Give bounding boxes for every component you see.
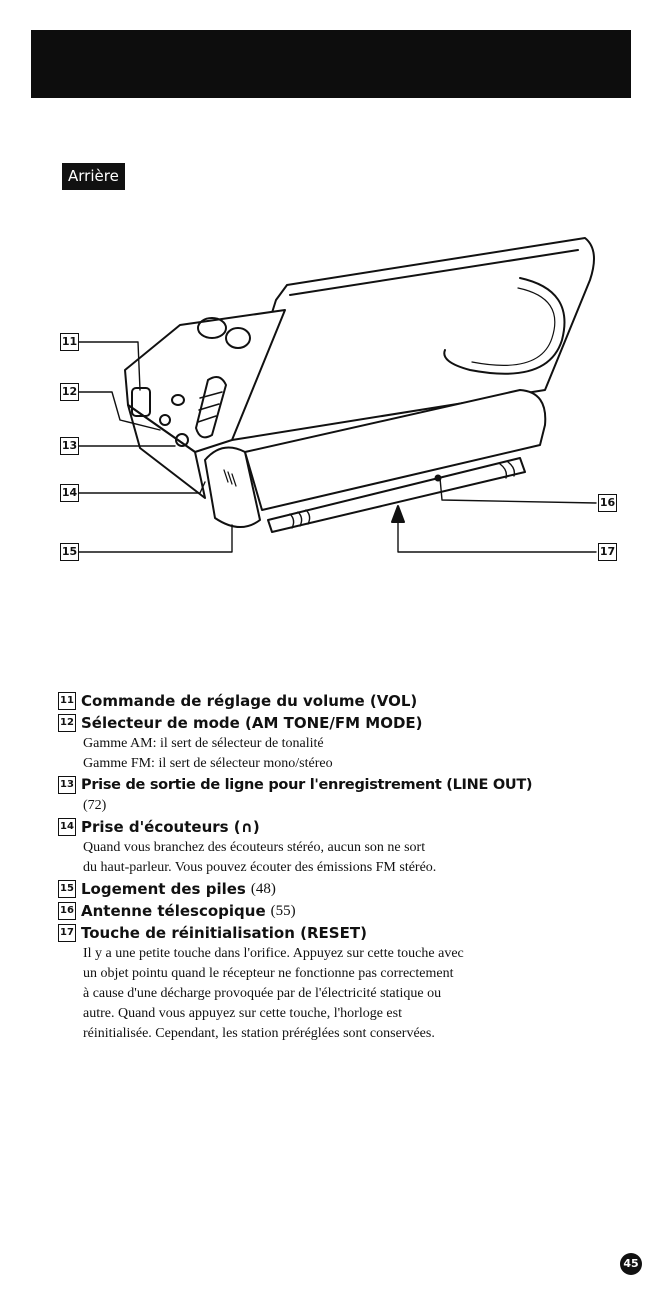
item-page-ref: (48): [250, 880, 276, 897]
rocker-button: [195, 375, 227, 439]
lid-inner-edge: [289, 249, 579, 296]
legend-item-12: 12 Sélecteur de mode (AM TONE/FM MODE) G…: [58, 712, 648, 774]
item-description: autre. Quand vous appuyez sur cette touc…: [83, 1006, 402, 1021]
item-number: 16: [58, 902, 76, 920]
item-description: Gamme FM: il sert de sélecteur mono/stér…: [83, 756, 333, 771]
item-title: Touche de réinitialisation (RESET): [81, 924, 367, 942]
callout-15: 15: [60, 543, 79, 561]
item-number: 13: [58, 776, 76, 794]
legend-item-14: 14 Prise d'écouteurs (∩) Quand vous bran…: [58, 816, 648, 878]
round-button-2: [225, 327, 251, 349]
line-out-jack: [159, 414, 171, 426]
volume-wheel: [131, 387, 151, 417]
item-title: Prise de sortie de ligne pour l'enregist…: [81, 777, 533, 793]
legend-item-15: 15 Logement des piles (48): [58, 878, 648, 900]
callout-11: 11: [60, 333, 79, 351]
legend-item-13: 13 Prise de sortie de ligne pour l'enreg…: [58, 774, 648, 816]
callout-12: 12: [60, 383, 79, 401]
page-number: 45: [623, 1257, 639, 1270]
item-description: Gamme AM: il sert de sélecteur de tonali…: [83, 736, 324, 751]
section-label: Arrière: [62, 163, 125, 190]
leader-11: [77, 341, 141, 391]
item-title: Sélecteur de mode (AM TONE/FM MODE): [81, 714, 423, 732]
body-side: [127, 404, 206, 499]
legend-item-11: 11 Commande de réglage du volume (VOL): [58, 690, 648, 712]
item-description: du haut-parleur. Vous pouvez écouter des…: [83, 860, 437, 875]
leader-16: [439, 477, 597, 504]
item-number: 17: [58, 924, 76, 942]
item-number: 14: [58, 818, 76, 836]
headphone-jack: [175, 433, 189, 447]
round-button: [197, 317, 227, 339]
item-description: réinitialisée. Cependant, les station pr…: [83, 1026, 435, 1041]
arrow-17: [391, 505, 405, 523]
callout-13: 13: [60, 437, 79, 455]
callout-17: 17: [598, 543, 617, 561]
page-number-badge: 45: [620, 1253, 642, 1275]
item-title: Logement des piles: [81, 880, 246, 898]
item-title: Commande de réglage du volume (VOL): [81, 692, 418, 710]
leader-14: [77, 481, 206, 494]
lid-arc: [443, 277, 566, 375]
device-rear-illustration: 11 12 13 14 15 16 17: [0, 220, 661, 580]
item-number: 11: [58, 692, 76, 710]
battery-door: [204, 446, 261, 528]
device-drawing: [77, 237, 597, 553]
lid-outline: [231, 237, 595, 441]
item-description: Quand vous branchez des écouteurs stéréo…: [83, 840, 426, 855]
item-page-ref: (55): [270, 902, 296, 919]
item-description: Il y a une petite touche dans l'orifice.…: [83, 946, 464, 961]
item-description: à cause d'une décharge provoquée par de …: [83, 986, 442, 1001]
leader-17: [397, 519, 597, 553]
legend-item-17: 17 Touche de réinitialisation (RESET) Il…: [58, 922, 648, 1044]
base-block: [244, 389, 547, 511]
item-description: (72): [83, 798, 107, 813]
item-number: 12: [58, 714, 76, 732]
item-number: 15: [58, 880, 76, 898]
leader-15: [77, 524, 233, 553]
legend-item-16: 16 Antenne télescopique (55): [58, 900, 648, 922]
lid-arc-inner: [471, 287, 556, 366]
leader-12: [77, 391, 161, 431]
parts-legend: 11 Commande de réglage du volume (VOL) 1…: [58, 690, 648, 1044]
item-title: Prise d'écouteurs (∩): [81, 818, 260, 836]
item-title: Antenne télescopique: [81, 902, 266, 920]
small-hole: [171, 394, 185, 406]
header-bar: [31, 30, 631, 98]
item-description: un objet pointu quand le récepteur ne fo…: [83, 966, 454, 981]
callout-16: 16: [598, 494, 617, 512]
callout-14: 14: [60, 484, 79, 502]
